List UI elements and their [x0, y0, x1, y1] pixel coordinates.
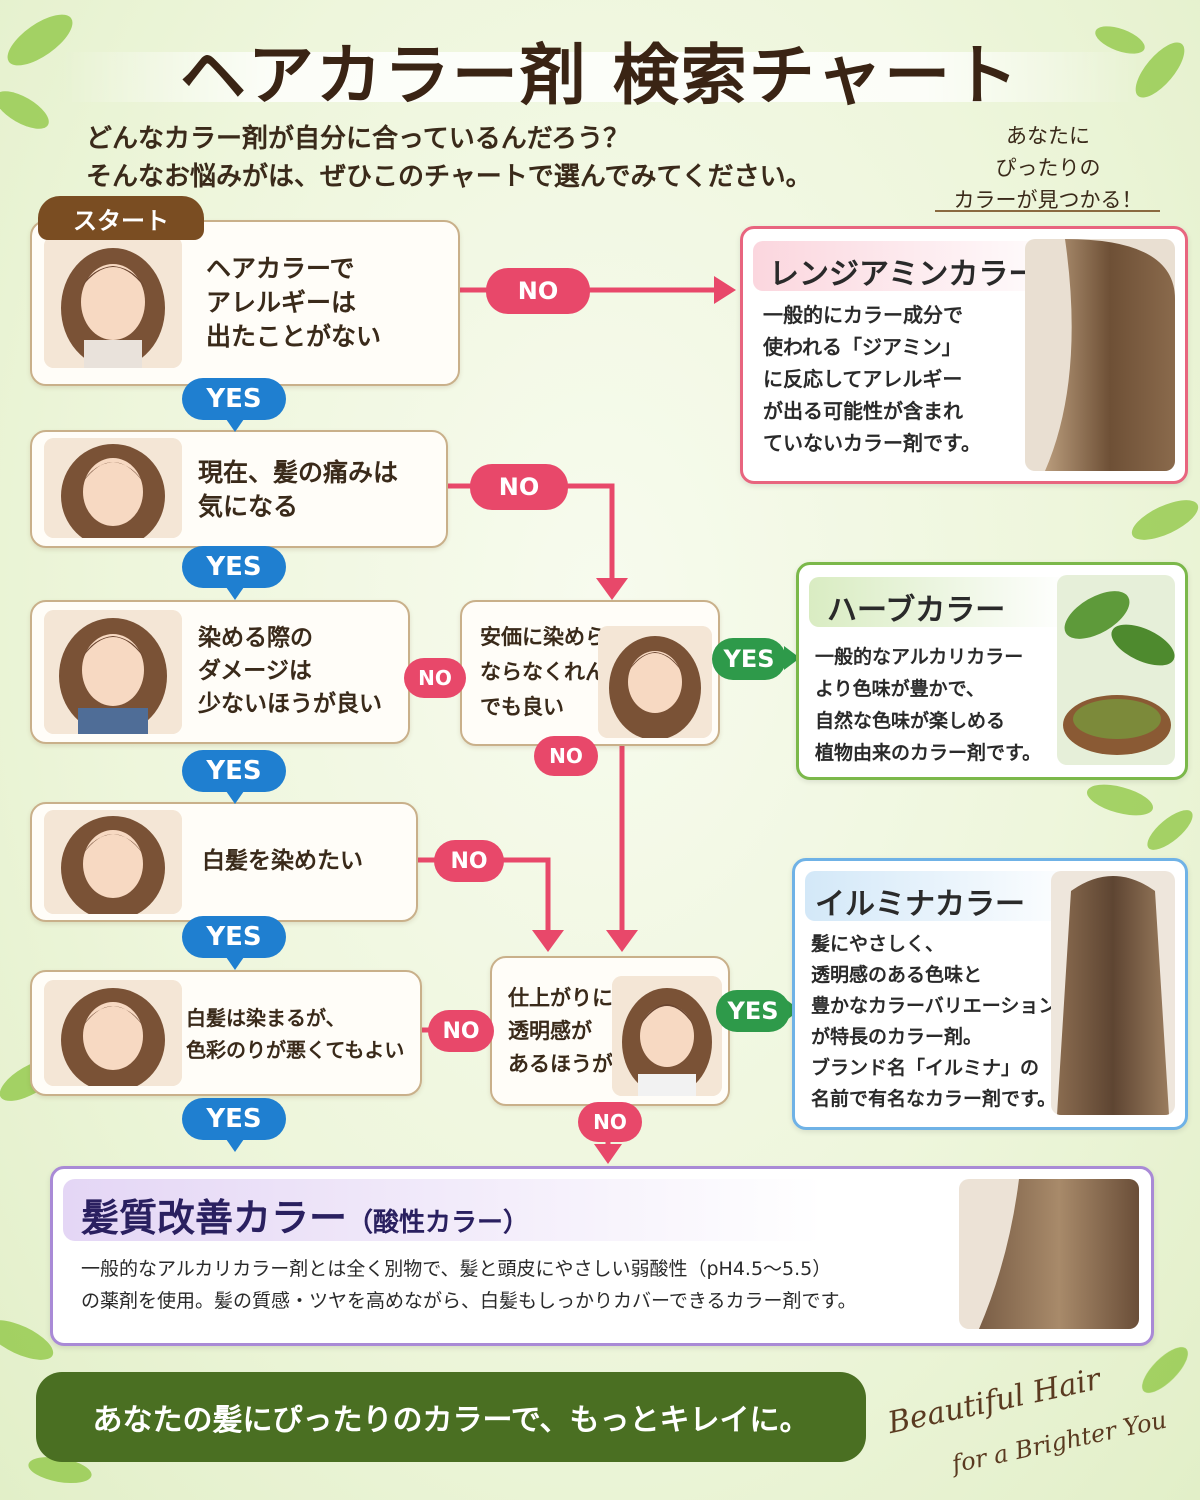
- result-description: 一般的なアルカリカラー剤とは全く別物で、髪と頭皮にやさしい弱酸性（pH4.5〜5…: [81, 1258, 857, 1312]
- woman-portrait: [44, 438, 182, 538]
- result-title: レンジアミンカラー: [769, 257, 1039, 292]
- tagline: あなたに ぴったりの カラーが見つかる！: [928, 120, 1168, 216]
- footer-banner: あなたの髪にぴったりのカラーで、もっとキレイに。: [36, 1372, 866, 1462]
- yes-label: YES: [182, 546, 286, 600]
- yes-label: YES: [716, 990, 790, 1032]
- tagline-line-1: あなたに: [1006, 124, 1090, 148]
- yes-label: YES: [182, 916, 286, 970]
- tagline-line-2: ぴったりの: [995, 156, 1101, 180]
- question-text: ヘアカラーで アレルギーは 出たことがない: [206, 254, 382, 351]
- question-text: 安価に染めらら ならなくれん でも良い: [480, 625, 627, 719]
- result-title-sub: （酸性カラー）: [347, 1208, 530, 1238]
- leaf-icon: [28, 1456, 92, 1484]
- yes-label: YES: [182, 750, 286, 804]
- result-description: 一般的にカラー成分で 使われる「ジアミン」 に反応してアレルギー が出る可能性が…: [763, 303, 981, 455]
- yes-label: YES: [182, 378, 286, 432]
- hair-photo: [1025, 239, 1175, 471]
- result-box-illumina: イルミナカラー 髪にやさしく、 透明感のある色味と 豊かなカラーバリエーション …: [792, 858, 1188, 1130]
- hair-photo: [959, 1179, 1139, 1329]
- leaf-icon: [1095, 26, 1145, 54]
- result-box-herb: ハーブカラー 一般的なアルカリカラー より色味が豊かで、 自然な色味が楽しめる …: [796, 562, 1188, 780]
- question-box-gray-hair-weak-color: 白髪は染まるが、 色彩のりが悪くてもよい: [30, 970, 422, 1096]
- no-label: NO: [428, 1010, 494, 1052]
- question-box-less-damage: 染める際の ダメージは 少ないほうが良い: [30, 600, 410, 744]
- leaf-icon: [0, 91, 49, 129]
- woman-portrait: [44, 810, 182, 914]
- result-title-band: [753, 241, 1073, 291]
- result-title-main: 髪質改善カラー: [81, 1196, 348, 1240]
- question-box-inexpensive: 安価に染めらら ならなくれん でも良い: [460, 600, 720, 746]
- result-title: 髪質改善カラー（酸性カラー）: [81, 1187, 529, 1242]
- woman-portrait: [44, 236, 182, 368]
- question-box-gray-hair: 白髪を染めたい: [30, 802, 418, 922]
- result-description: 一般的なアルカリカラー より色味が豊かで、 自然な色味が楽しめる 植物由来のカラ…: [815, 646, 1042, 764]
- result-box-renjiamine: レンジアミンカラー 一般的にカラー成分で 使われる「ジアミン」 に反応してアレル…: [740, 226, 1188, 484]
- leaf-icon: [1135, 42, 1185, 98]
- no-label: NO: [434, 840, 504, 882]
- result-title-band: [63, 1179, 823, 1241]
- hair-photo: [1051, 871, 1175, 1115]
- leaf-icon: [1147, 810, 1193, 850]
- question-text: 仕上がりに 透明感が あるほうが: [508, 986, 613, 1076]
- leaf-icon: [1131, 500, 1199, 540]
- leaf-icon: [7, 14, 73, 66]
- leaf-icon: [1142, 1347, 1188, 1393]
- question-box-damage-concern: 現在、髪の痛みは 気になる: [30, 430, 448, 548]
- question-text: 白髪は染まるが、 色彩のりが悪くてもよい: [186, 1006, 405, 1062]
- woman-portrait: [598, 626, 712, 738]
- page-title: ヘアカラー剤 検索チャート: [179, 37, 1021, 114]
- question-text: 現在、髪の痛みは 気になる: [198, 458, 399, 521]
- question-box-transparency: 仕上がりに 透明感が あるほうが: [490, 956, 730, 1106]
- result-title-band: [809, 577, 1069, 627]
- woman-portrait: [44, 610, 182, 734]
- leaf-icon: [1086, 784, 1154, 816]
- yes-label: YES: [712, 638, 786, 680]
- start-badge: スタート: [38, 196, 204, 240]
- yes-label: YES: [182, 1098, 286, 1152]
- question-text: 染める際の ダメージは 少ないほうが良い: [198, 625, 382, 717]
- intro-text: どんなカラー剤が自分に合っているんだろう？ そんなお悩みがは、ぜひこのチャートで…: [86, 120, 812, 196]
- no-label: NO: [486, 268, 590, 314]
- result-title: イルミナカラー: [815, 887, 1025, 922]
- no-label: NO: [404, 658, 466, 698]
- woman-portrait: [44, 980, 182, 1086]
- question-text: 白髪を染めたい: [202, 848, 363, 874]
- tagline-underline: [935, 210, 1160, 212]
- intro-line-2: そんなお悩みがは、ぜひこのチャートで選んでみてください。: [86, 162, 812, 192]
- no-label: NO: [578, 1102, 642, 1142]
- result-title-band: [805, 871, 1085, 921]
- question-box-allergy: ヘアカラーで アレルギーは 出たことがない: [30, 220, 460, 386]
- title-band: [60, 52, 1140, 102]
- tagline-line-3: カラーが見つかる！: [953, 188, 1143, 212]
- result-box-acid-color: 髪質改善カラー（酸性カラー） 一般的なアルカリカラー剤とは全く別物で、髪と頭皮に…: [50, 1166, 1154, 1346]
- result-description: 髪にやさしく、 透明感のある色味と 豊かなカラーバリエーション が特長のカラー剤…: [811, 933, 1058, 1110]
- result-title: ハーブカラー: [827, 593, 1006, 628]
- herb-photo: [1057, 575, 1175, 765]
- no-label: NO: [534, 736, 598, 776]
- leaf-icon: [0, 1320, 54, 1360]
- woman-portrait: [612, 976, 722, 1096]
- intro-line-1: どんなカラー剤が自分に合っているんだろう？: [86, 124, 630, 154]
- no-label: NO: [470, 464, 568, 510]
